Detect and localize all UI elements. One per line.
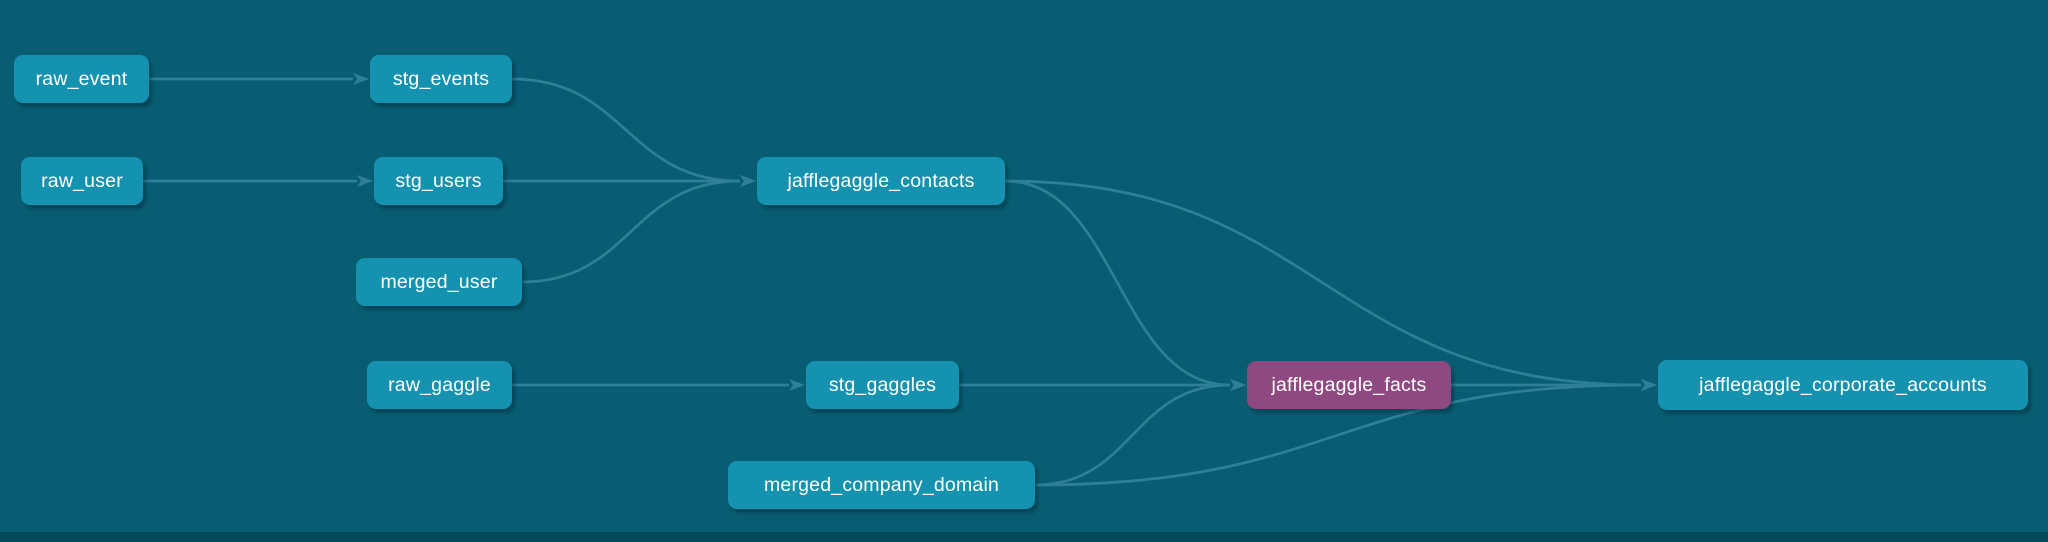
node-label: jafflegaggle_facts bbox=[1271, 373, 1427, 396]
node-label: jafflegaggle_contacts bbox=[787, 169, 975, 192]
edge-stg_events-to-jafflegaggle_contacts bbox=[511, 77, 756, 187]
node-label: stg_events bbox=[392, 67, 490, 90]
node-merged_company_domain[interactable]: merged_company_domain bbox=[728, 461, 1035, 509]
node-stg_gaggles[interactable]: stg_gaggles bbox=[806, 361, 959, 409]
node-jafflegaggle_facts[interactable]: jafflegaggle_facts bbox=[1247, 361, 1451, 409]
node-raw_user[interactable]: raw_user bbox=[21, 157, 143, 205]
node-raw_gaggle[interactable]: raw_gaggle bbox=[367, 361, 512, 409]
node-raw_event[interactable]: raw_event bbox=[14, 55, 149, 103]
canvas-bottom-strip bbox=[0, 532, 2048, 542]
edge-jafflegaggle_contacts-to-jafflegaggle_corporate_accounts bbox=[1004, 179, 1657, 391]
node-label: raw_user bbox=[41, 169, 123, 192]
node-merged_user[interactable]: merged_user bbox=[356, 258, 522, 306]
node-label: raw_gaggle bbox=[388, 373, 491, 396]
node-label: merged_user bbox=[380, 270, 498, 293]
edge-jafflegaggle_contacts-to-jafflegaggle_facts bbox=[1004, 179, 1246, 391]
edge-merged_company_domain-to-jafflegaggle_facts bbox=[1034, 379, 1246, 487]
node-stg_users[interactable]: stg_users bbox=[374, 157, 503, 205]
node-jafflegaggle_contacts[interactable]: jafflegaggle_contacts bbox=[757, 157, 1005, 205]
node-jafflegaggle_corporate_accounts[interactable]: jafflegaggle_corporate_accounts bbox=[1658, 360, 2028, 410]
node-label: stg_gaggles bbox=[828, 373, 937, 396]
node-label: merged_company_domain bbox=[763, 473, 1000, 496]
node-label: stg_users bbox=[395, 169, 482, 192]
edge-merged_company_domain-to-jafflegaggle_corporate_accounts bbox=[1034, 379, 1657, 487]
edge-merged_user-to-jafflegaggle_contacts bbox=[521, 175, 756, 284]
node-label: raw_event bbox=[35, 67, 128, 90]
node-label: jafflegaggle_corporate_accounts bbox=[1699, 373, 1987, 396]
node-stg_events[interactable]: stg_events bbox=[370, 55, 512, 103]
edge-group bbox=[143, 73, 1657, 487]
